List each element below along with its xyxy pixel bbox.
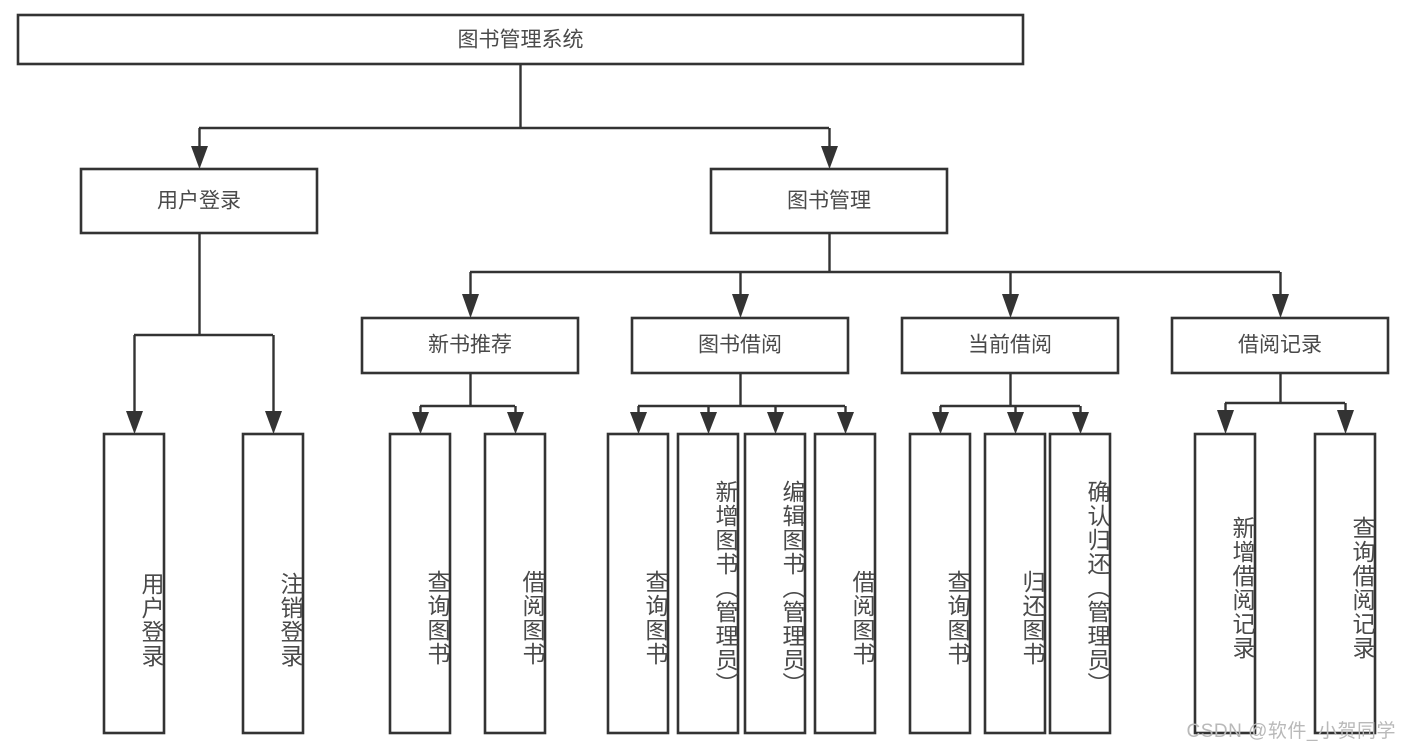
leaf-box-borrow-book[interactable] <box>813 432 877 735</box>
node-borrow-record-label: 借阅记录 <box>1238 334 1322 357</box>
node-new-book-recommend-label: 新书推荐 <box>428 334 512 357</box>
leaf-box-query-book-new[interactable] <box>388 432 452 735</box>
arrow-book-mgmt-to-new-book <box>462 294 479 318</box>
leaf-box-query-book-borrow[interactable] <box>606 432 670 735</box>
arrow-book-mgmt-to-borrow <box>732 294 749 318</box>
leaf-box-return-book[interactable] <box>983 432 1047 735</box>
arrow-borrow-to-leaf-2 <box>700 412 717 434</box>
arrow-user-login-to-leaf-1 <box>126 411 143 434</box>
node-user-login[interactable]: 用户登录 <box>79 167 319 235</box>
node-book-management[interactable]: 图书管理 <box>709 167 949 235</box>
arrow-root-to-user-login <box>191 146 208 169</box>
node-root[interactable]: 图书管理系统 <box>16 13 1025 66</box>
node-borrow-record[interactable]: 借阅记录 <box>1170 316 1390 375</box>
arrow-current-to-leaf-3 <box>1072 412 1089 434</box>
arrow-current-to-leaf-1 <box>932 412 949 434</box>
arrow-book-mgmt-to-record <box>1272 294 1289 318</box>
leaf-box-user-login[interactable] <box>102 432 166 735</box>
csdn-watermark: CSDN @软件_小贺同学 <box>1186 721 1396 742</box>
node-book-borrow[interactable]: 图书借阅 <box>630 316 850 375</box>
leaf-boxes-group <box>102 432 1377 735</box>
connectors-group <box>133 64 1347 413</box>
leaf-box-edit-book-admin[interactable] <box>743 432 807 735</box>
arrow-new-book-to-leaf-2 <box>507 412 524 434</box>
leaf-box-logout[interactable] <box>241 432 305 735</box>
arrow-new-book-to-leaf-1 <box>412 412 429 434</box>
leaf-box-confirm-return-admin[interactable] <box>1048 432 1112 735</box>
arrow-book-mgmt-to-current <box>1002 294 1019 318</box>
arrow-user-login-to-leaf-2 <box>265 411 282 434</box>
arrow-record-to-leaf-1 <box>1217 410 1234 434</box>
arrow-borrow-to-leaf-1 <box>630 412 647 434</box>
node-new-book-recommend[interactable]: 新书推荐 <box>360 316 580 375</box>
node-current-borrow[interactable]: 当前借阅 <box>900 316 1120 375</box>
node-book-management-label: 图书管理 <box>787 190 871 213</box>
arrowheads-group <box>126 146 1354 434</box>
leaf-box-borrow-book-new[interactable] <box>483 432 547 735</box>
leaf-box-add-borrow-record[interactable] <box>1193 432 1257 735</box>
node-root-label: 图书管理系统 <box>458 29 584 52</box>
arrow-current-to-leaf-2 <box>1007 412 1024 434</box>
arrow-borrow-to-leaf-4 <box>837 412 854 434</box>
arrow-borrow-to-leaf-3 <box>767 412 784 434</box>
leaf-box-query-borrow-record[interactable] <box>1313 432 1377 735</box>
leaf-box-query-book-current[interactable] <box>908 432 972 735</box>
leaf-box-add-book-admin[interactable] <box>676 432 740 735</box>
node-book-borrow-label: 图书借阅 <box>698 334 782 357</box>
arrow-root-to-book-mgmt <box>821 146 838 169</box>
arrow-record-to-leaf-2 <box>1337 410 1354 434</box>
node-user-login-label: 用户登录 <box>157 190 241 213</box>
node-current-borrow-label: 当前借阅 <box>968 334 1052 357</box>
